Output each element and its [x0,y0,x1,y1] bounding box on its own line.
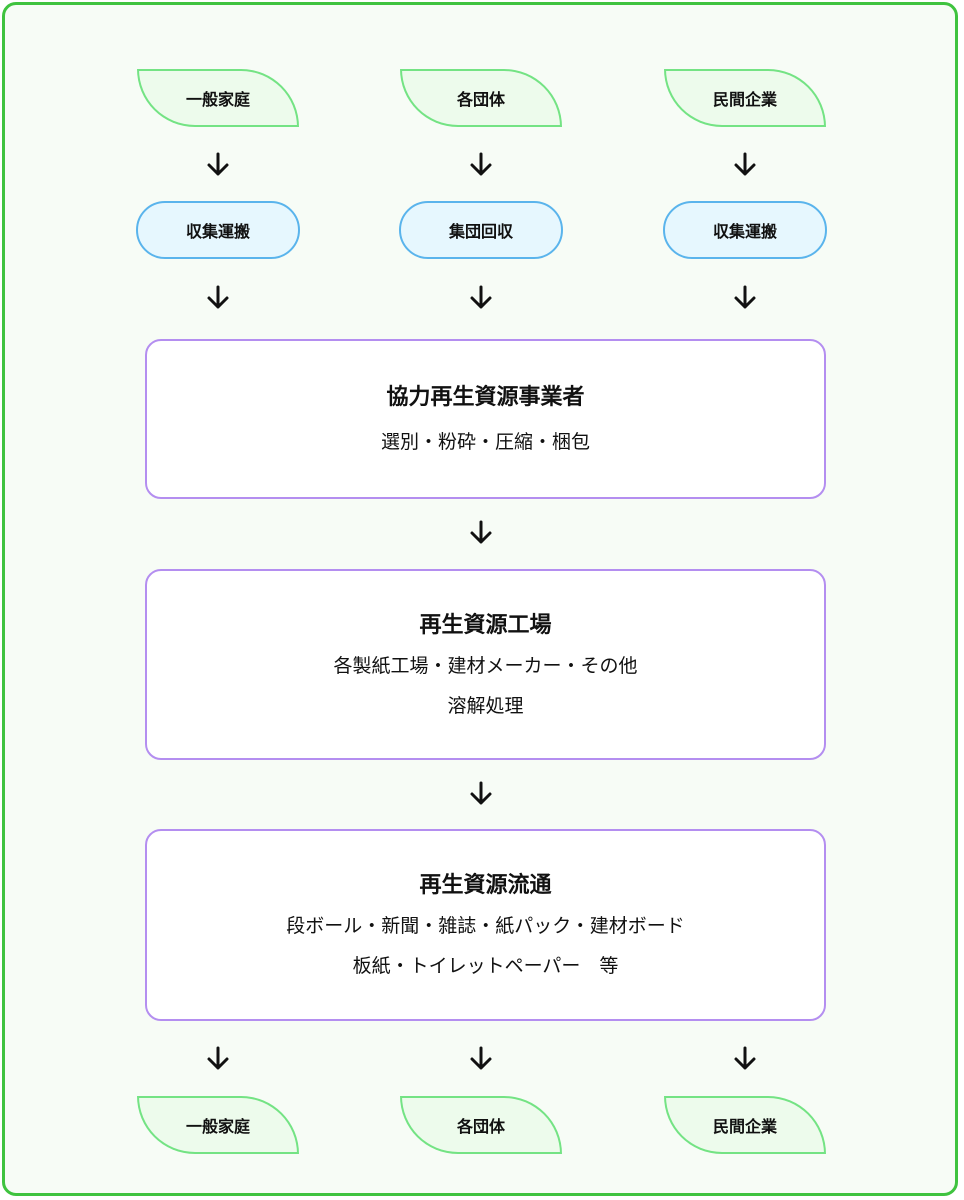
arrow-down-icon [469,152,493,178]
collection-group-recovery: 集団回収 [399,201,563,259]
collection-transport-left: 収集運搬 [136,201,300,259]
source-household-bottom: 一般家庭 [137,1096,299,1154]
source-companies-top: 民間企業 [664,69,826,127]
arrow-down-icon [469,285,493,311]
arrow-down-icon [469,520,493,546]
source-household-top: 一般家庭 [137,69,299,127]
stage-cooperative-recyclers: 協力再生資源事業者 選別・粉砕・圧縮・梱包 [145,339,826,499]
stage-recycled-distribution: 再生資源流通 段ボール・新聞・雑誌・紙パック・建材ボード 板紙・トイレットペーパ… [145,829,826,1021]
stage-recycling-factory: 再生資源工場 各製紙工場・建材メーカー・その他 溶解処理 [145,569,826,760]
arrow-down-icon [206,285,230,311]
stage-title: 協力再生資源事業者 [386,385,585,410]
arrow-down-icon [206,1046,230,1072]
stage-description: 選別・粉砕・圧縮・梱包 [380,431,590,453]
arrow-down-icon [733,1046,757,1072]
arrow-down-icon [469,781,493,807]
collection-transport-right: 収集運搬 [663,201,827,259]
stage-description: 板紙・トイレットペーパー 等 [352,955,619,977]
arrow-down-icon [733,285,757,311]
source-groups-bottom: 各団体 [400,1096,562,1154]
arrow-down-icon [733,152,757,178]
stage-description: 各製紙工場・建材メーカー・その他 [333,654,638,677]
stage-title: 再生資源工場 [419,612,552,638]
arrow-down-icon [469,1046,493,1072]
arrow-down-icon [206,152,230,178]
stage-title: 再生資源流通 [419,873,552,898]
stage-description: 段ボール・新聞・雑誌・紙パック・建材ボード [286,915,685,937]
stage-description: 溶解処理 [447,694,524,717]
